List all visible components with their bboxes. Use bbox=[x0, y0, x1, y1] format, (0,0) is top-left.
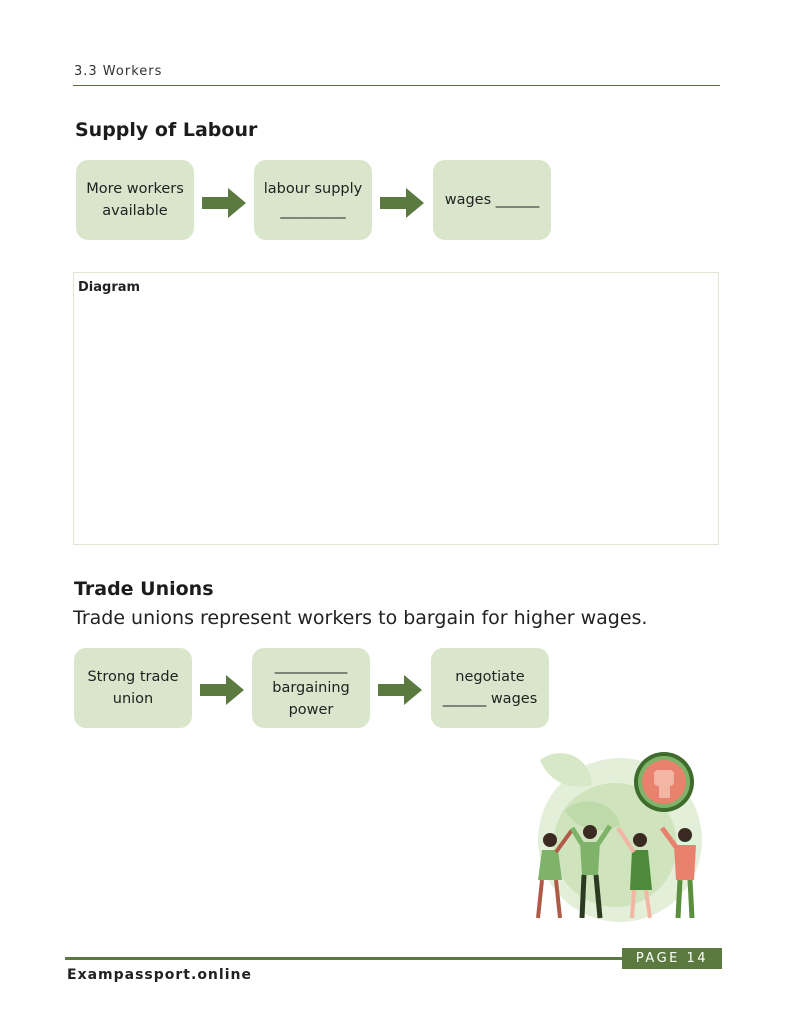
header-section-label: 3.3 Workers bbox=[74, 64, 163, 79]
unions-title: Trade Unions bbox=[74, 578, 214, 600]
supply-flow-box-2: labour supply _________ bbox=[254, 160, 372, 240]
supply-title: Supply of Labour bbox=[75, 119, 258, 141]
unions-flow-box-1: Strong trade union bbox=[74, 648, 192, 728]
right-arrow-icon bbox=[378, 675, 422, 705]
right-arrow-icon bbox=[380, 188, 424, 218]
right-arrow-icon bbox=[200, 675, 244, 705]
footer-site-name: Exampassport.online bbox=[67, 967, 252, 983]
page-number-badge: PAGE 14 bbox=[622, 948, 722, 969]
header-divider bbox=[73, 85, 720, 86]
diagram-box: Diagram bbox=[73, 272, 719, 545]
unions-description: Trade unions represent workers to bargai… bbox=[73, 607, 648, 629]
supply-flow-box-1: More workers available bbox=[76, 160, 194, 240]
diagram-label: Diagram bbox=[78, 280, 141, 295]
supply-flow-box-3: wages ______ bbox=[433, 160, 551, 240]
footer-divider bbox=[65, 957, 722, 960]
people-raising-hands-fist-illustration bbox=[536, 752, 702, 922]
right-arrow-icon bbox=[202, 188, 246, 218]
unions-flow-box-2: __________ bargaining power bbox=[252, 648, 370, 728]
unions-flow-box-3: negotiate ______ wages bbox=[431, 648, 549, 728]
